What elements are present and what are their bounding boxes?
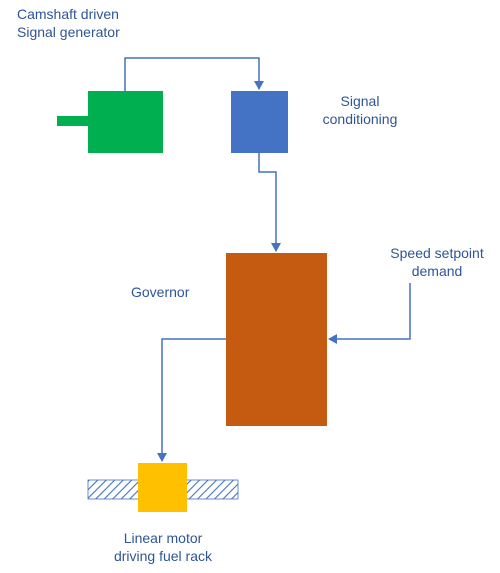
speed-setpoint-label-line1: Speed setpoint — [390, 245, 484, 261]
signal-generator-block — [88, 91, 163, 153]
speed-setpoint-label: Speed setpoint demand — [382, 244, 492, 280]
connector-setpoint-to-governor — [328, 283, 411, 344]
linear-motor-block — [138, 463, 187, 512]
signal-generator-label: Camshaft driven Signal generator — [17, 5, 120, 41]
connector-governor-to-motor — [157, 338, 226, 462]
connector-conditioning-to-governor — [258, 153, 281, 252]
linear-motor-label-line1: Linear motor — [123, 530, 203, 546]
governor-label-text: Governor — [131, 284, 190, 300]
speed-setpoint-label-line2: demand — [411, 263, 463, 279]
linear-motor-label-line2: driving fuel rack — [113, 548, 213, 564]
signal-generator-label-line1: Camshaft driven — [17, 6, 119, 22]
signal-conditioning-label-line1: Signal — [340, 93, 380, 109]
signal-generator-shaft — [57, 116, 89, 126]
signal-generator-label-line2: Signal generator — [17, 24, 120, 40]
governor-label: Governor — [131, 283, 189, 301]
signal-conditioning-block — [231, 91, 288, 153]
linear-motor-label: Linear motor driving fuel rack — [98, 529, 228, 565]
connector-generator-to-conditioning — [124, 57, 264, 91]
signal-conditioning-label: Signal conditioning — [310, 92, 410, 128]
signal-conditioning-label-line2: conditioning — [322, 111, 398, 127]
governor-block — [226, 253, 327, 426]
